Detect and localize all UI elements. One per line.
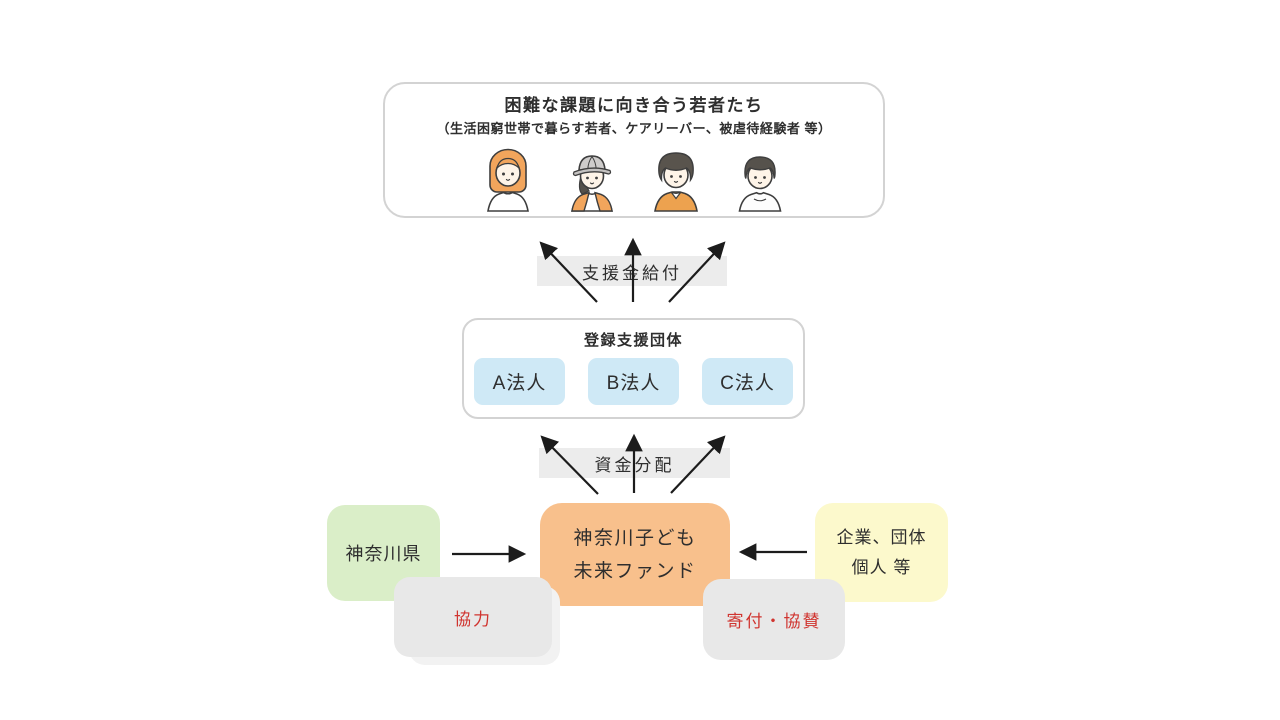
org-chip-a-label: A法人: [492, 373, 547, 394]
fund-box: 神奈川子ども 未来ファンド: [540, 503, 730, 606]
donation-box: 寄付・協賛: [703, 579, 845, 660]
youth-with-cap-icon: [571, 155, 613, 212]
donation-label: 寄付・協賛: [726, 612, 822, 631]
support-orgs-title: 登録支援団体: [583, 332, 683, 349]
prefecture-label: 神奈川県: [345, 544, 422, 564]
young-woman-icon: [487, 148, 529, 212]
org-chip-a: A法人: [474, 358, 565, 405]
people-row: [385, 140, 883, 212]
young-man-icon: [738, 156, 782, 212]
youths-box: 困難な課題に向き合う若者たち （生活困窮世帯で暮らす若者、ケアリーバー、被虐待経…: [383, 82, 885, 218]
org-chip-b: B法人: [588, 358, 679, 405]
youths-box-subtitle: （生活困窮世帯で暮らす若者、ケアリーバー、被虐待経験者 等）: [436, 121, 832, 136]
cooperation-box: 協力: [394, 577, 552, 657]
org-chip-b-label: B法人: [606, 373, 661, 394]
org-chip-c: C法人: [702, 358, 793, 405]
youths-box-title: 困難な課題に向き合う若者たち: [504, 96, 764, 115]
org-chip-c-label: C法人: [720, 373, 775, 394]
companies-label-line1: 企業、団体: [836, 527, 927, 547]
companies-label-line2: 個人 等: [851, 557, 912, 577]
fund-label-line2: 未来ファンド: [573, 560, 697, 582]
distribution-flow-label-text: 資金分配: [594, 455, 675, 475]
cooperation-label: 協力: [454, 609, 492, 629]
support-orgs-box: 登録支援団体 A法人 B法人 C法人: [462, 318, 805, 419]
fund-label-line1: 神奈川子ども: [573, 527, 697, 549]
org-row: A法人 B法人 C法人: [464, 358, 803, 405]
grant-flow-label: 支援金給付: [537, 256, 727, 286]
grant-flow-label-text: 支援金給付: [582, 263, 682, 283]
young-man-sweater-icon: [654, 152, 698, 212]
distribution-flow-label: 資金分配: [539, 448, 730, 478]
